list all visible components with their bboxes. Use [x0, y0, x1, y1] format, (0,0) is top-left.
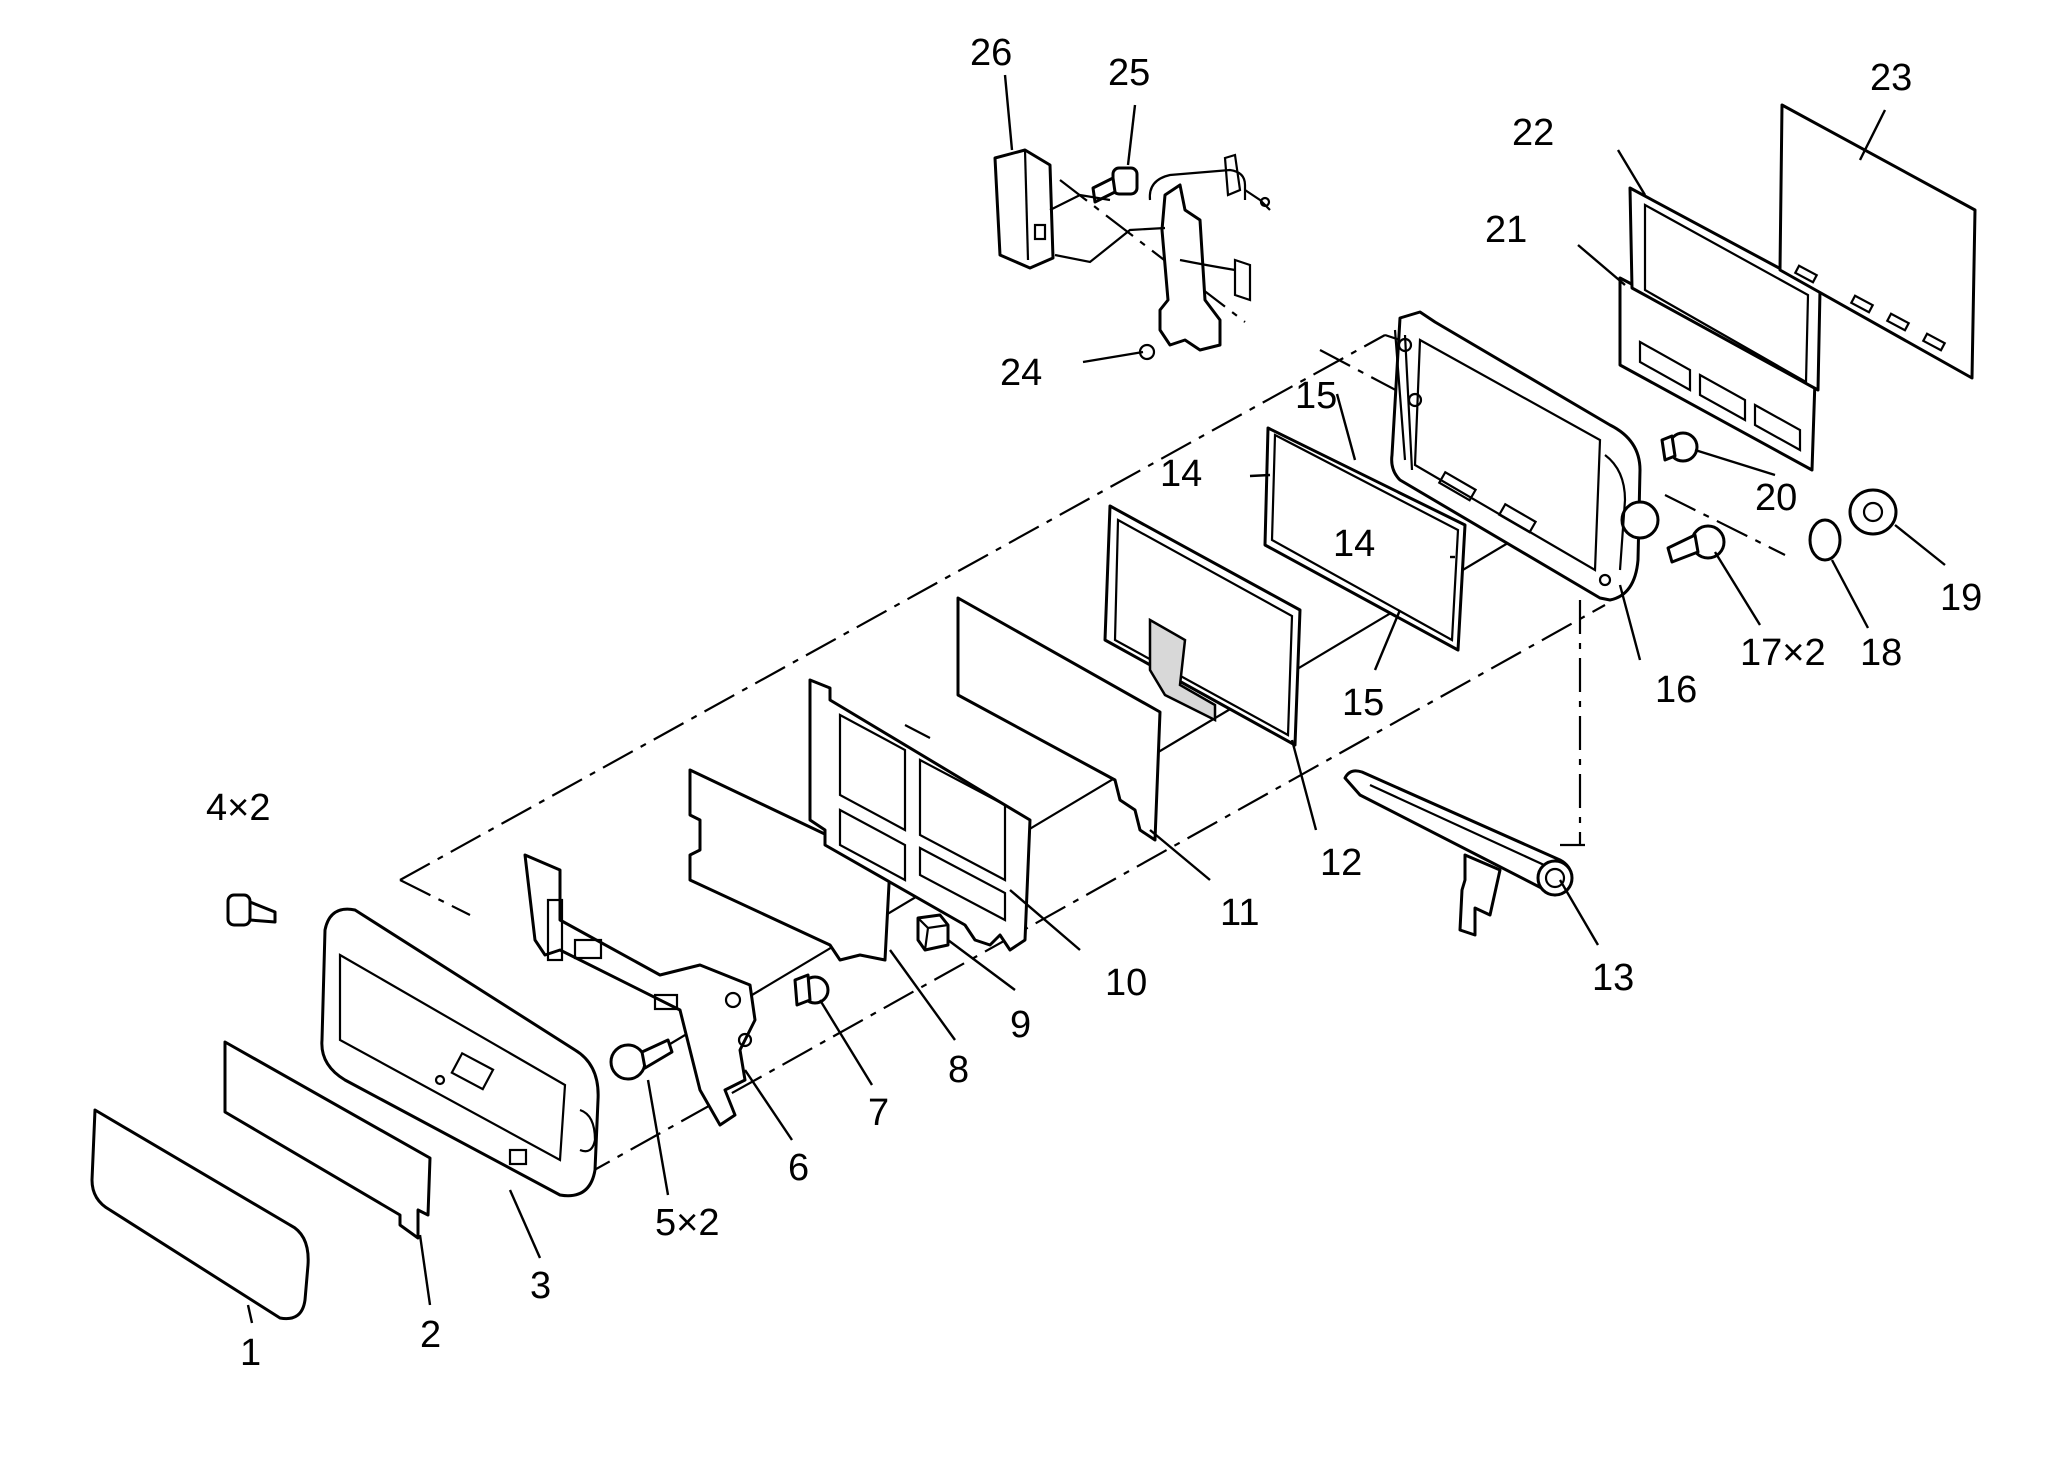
callout-3: 3 — [530, 1265, 551, 1307]
part-8-board — [688, 768, 892, 962]
guide-25-26 — [1049, 193, 1111, 211]
callout-18: 18 — [1860, 632, 1902, 674]
callout-10: 10 — [1105, 962, 1147, 1004]
callout-2: 2 — [420, 1314, 441, 1356]
part-10-frame — [808, 678, 1032, 952]
part-7-connector — [793, 973, 830, 1007]
callout-24: 24 — [1000, 352, 1042, 394]
callout-15-upper: 15 — [1295, 375, 1337, 417]
callout-17x2: 17×2 — [1740, 632, 1826, 674]
callout-26: 26 — [970, 32, 1012, 74]
part-22-sheet — [1628, 186, 1822, 392]
callout-labels: 1 2 3 4×2 5×2 6 7 8 9 10 11 12 13 14 14 … — [206, 32, 1982, 1374]
part-5-screw — [609, 1038, 674, 1081]
part-23-cover-sheet — [1778, 103, 1977, 380]
part-16-rear-frame — [1390, 310, 1660, 602]
callout-15-lower: 15 — [1342, 682, 1384, 724]
callout-21: 21 — [1485, 209, 1527, 251]
callout-16: 16 — [1655, 669, 1697, 711]
callout-25: 25 — [1108, 52, 1150, 94]
callout-5x2: 5×2 — [655, 1202, 719, 1244]
leader-lines — [246, 74, 1946, 1324]
part-3-cabinet — [320, 907, 600, 1198]
part-26-cap — [993, 148, 1055, 270]
callout-22: 22 — [1512, 112, 1554, 154]
part-20-knob — [1660, 431, 1699, 463]
callout-20: 20 — [1755, 477, 1797, 519]
callout-14-lower: 14 — [1333, 523, 1375, 565]
part-24-hinge — [1138, 153, 1271, 361]
callout-14-upper: 14 — [1160, 453, 1202, 495]
part-2-sheet — [223, 1040, 432, 1240]
part-17-screw — [1666, 524, 1726, 564]
callout-19: 19 — [1940, 577, 1982, 619]
part-6-bracket — [523, 853, 757, 1127]
callout-12: 12 — [1320, 842, 1362, 884]
callout-7: 7 — [868, 1092, 889, 1134]
callout-13: 13 — [1592, 957, 1634, 999]
part-1-panel — [90, 1108, 310, 1321]
part-25-screw — [1091, 166, 1139, 204]
part-13-hinge-arm — [1343, 769, 1574, 937]
callout-8: 8 — [948, 1049, 969, 1091]
part-12-lcd-panel — [1103, 504, 1302, 747]
guide-26-24 — [1054, 226, 1166, 264]
callout-23: 23 — [1870, 57, 1912, 99]
callout-6: 6 — [788, 1147, 809, 1189]
part-18-washer — [1808, 518, 1842, 562]
callout-4x2: 4×2 — [206, 787, 270, 829]
part-11-sheet — [956, 596, 1162, 842]
part-19-ring — [1848, 488, 1898, 536]
part-4-screw — [226, 893, 277, 927]
callout-1: 1 — [240, 1332, 261, 1374]
part-14-15-frames — [1263, 426, 1467, 652]
callout-11: 11 — [1220, 892, 1259, 934]
callout-9: 9 — [1010, 1004, 1031, 1046]
part-9-block — [916, 913, 950, 952]
